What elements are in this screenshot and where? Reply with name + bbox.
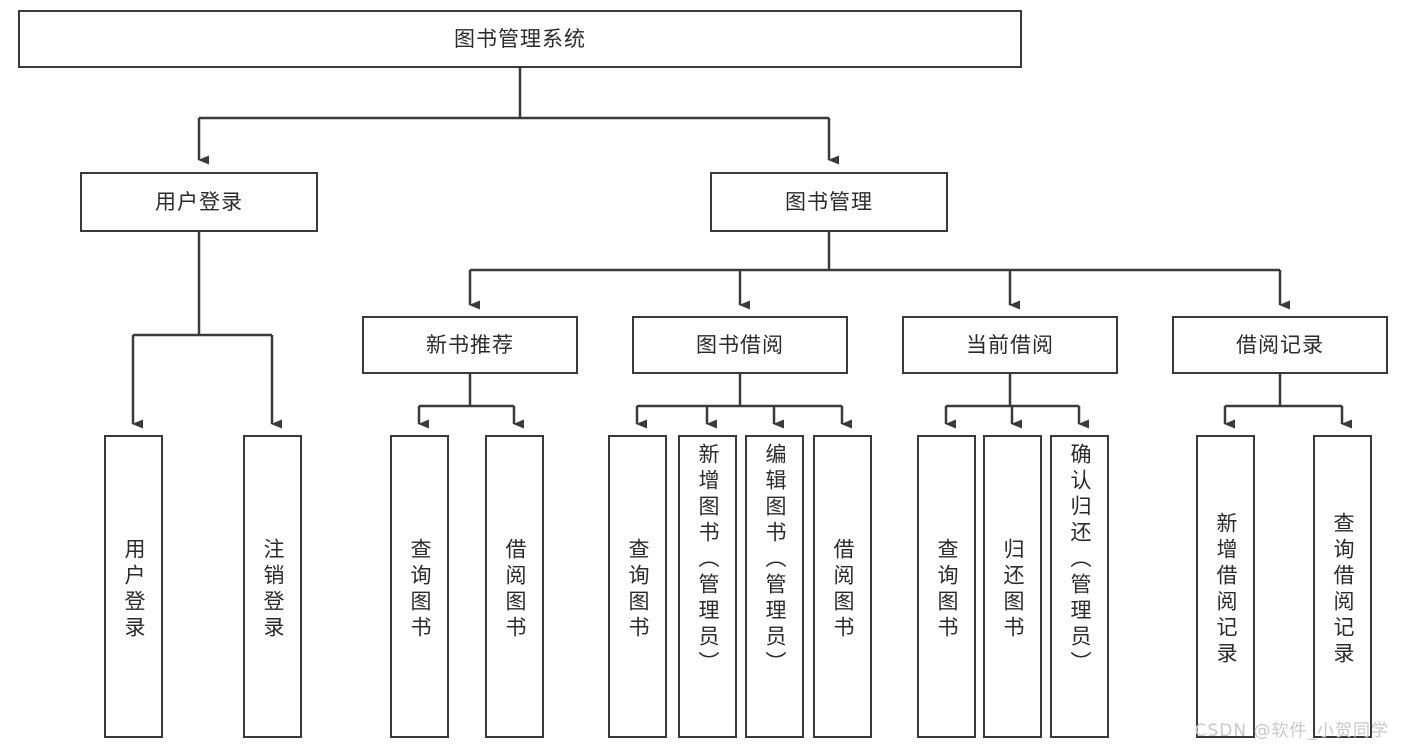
node-leaf-current-query-book[interactable]: 查询图书: [917, 435, 976, 738]
node-leaf-recommend-query-book[interactable]: 查询图书: [390, 435, 449, 738]
node-leaf-add-book-admin-label: 新增图书（管理员）: [696, 443, 720, 677]
node-root-label: 图书管理系统: [454, 26, 586, 51]
node-leaf-recommend-query-book-label: 查询图书: [408, 537, 432, 642]
node-leaf-edit-book-admin[interactable]: 编辑图书（管理员）: [745, 435, 804, 738]
edge-group-book-mgmt: [468, 232, 1290, 310]
node-leaf-borrow-book-label: 借阅图书: [831, 537, 855, 642]
node-book-borrow[interactable]: 图书借阅: [632, 316, 848, 374]
node-loan-record-label: 借阅记录: [1236, 332, 1324, 357]
node-user-login-label: 用户登录: [155, 189, 243, 214]
edge-group-book-borrow: [635, 374, 852, 429]
node-leaf-borrow-query-book[interactable]: 查询图书: [608, 435, 667, 738]
node-leaf-add-loan-record[interactable]: 新增借阅记录: [1196, 435, 1255, 738]
edge-group-current-loan: [944, 374, 1089, 429]
node-leaf-return-book-label: 归还图书: [1001, 537, 1025, 642]
node-leaf-query-loan-record[interactable]: 查询借阅记录: [1313, 435, 1372, 738]
node-leaf-user-login-label: 用户登录: [122, 537, 146, 642]
node-leaf-user-login[interactable]: 用户登录: [104, 435, 163, 738]
watermark: CSDN @软件_小贺同学: [1194, 721, 1389, 741]
node-user-login[interactable]: 用户登录: [80, 172, 318, 232]
node-book-borrow-label: 图书借阅: [696, 332, 784, 357]
node-leaf-return-book[interactable]: 归还图书: [983, 435, 1042, 738]
node-current-loan[interactable]: 当前借阅: [902, 316, 1118, 374]
node-leaf-recommend-borrow-book[interactable]: 借阅图书: [485, 435, 544, 738]
edge-group-new-book-rec: [417, 374, 524, 429]
node-current-loan-label: 当前借阅: [966, 332, 1054, 357]
node-book-management[interactable]: 图书管理: [710, 172, 948, 232]
node-leaf-user-logout-label: 注销登录: [261, 537, 285, 642]
node-leaf-edit-book-admin-label: 编辑图书（管理员）: [763, 443, 787, 677]
node-root[interactable]: 图书管理系统: [18, 10, 1022, 68]
node-loan-record[interactable]: 借阅记录: [1172, 316, 1388, 374]
node-leaf-query-loan-record-label: 查询借阅记录: [1331, 511, 1355, 668]
node-leaf-borrow-book[interactable]: 借阅图书: [813, 435, 872, 738]
node-leaf-recommend-borrow-book-label: 借阅图书: [503, 537, 527, 642]
edge-group-loan-record: [1223, 374, 1352, 429]
node-leaf-confirm-return-admin-label: 确认归还（管理员）: [1068, 443, 1092, 677]
node-book-management-label: 图书管理: [785, 189, 873, 214]
node-new-book-recommend[interactable]: 新书推荐: [362, 316, 578, 374]
edge-group-user-login: [131, 232, 282, 429]
edge-group-root: [197, 68, 839, 165]
node-new-book-recommend-label: 新书推荐: [426, 332, 514, 357]
node-leaf-current-query-book-label: 查询图书: [935, 537, 959, 642]
node-leaf-add-book-admin[interactable]: 新增图书（管理员）: [678, 435, 737, 738]
node-leaf-add-loan-record-label: 新增借阅记录: [1214, 511, 1238, 668]
node-leaf-borrow-query-book-label: 查询图书: [626, 537, 650, 642]
node-leaf-confirm-return-admin[interactable]: 确认归还（管理员）: [1050, 435, 1109, 738]
node-leaf-user-logout[interactable]: 注销登录: [243, 435, 302, 738]
